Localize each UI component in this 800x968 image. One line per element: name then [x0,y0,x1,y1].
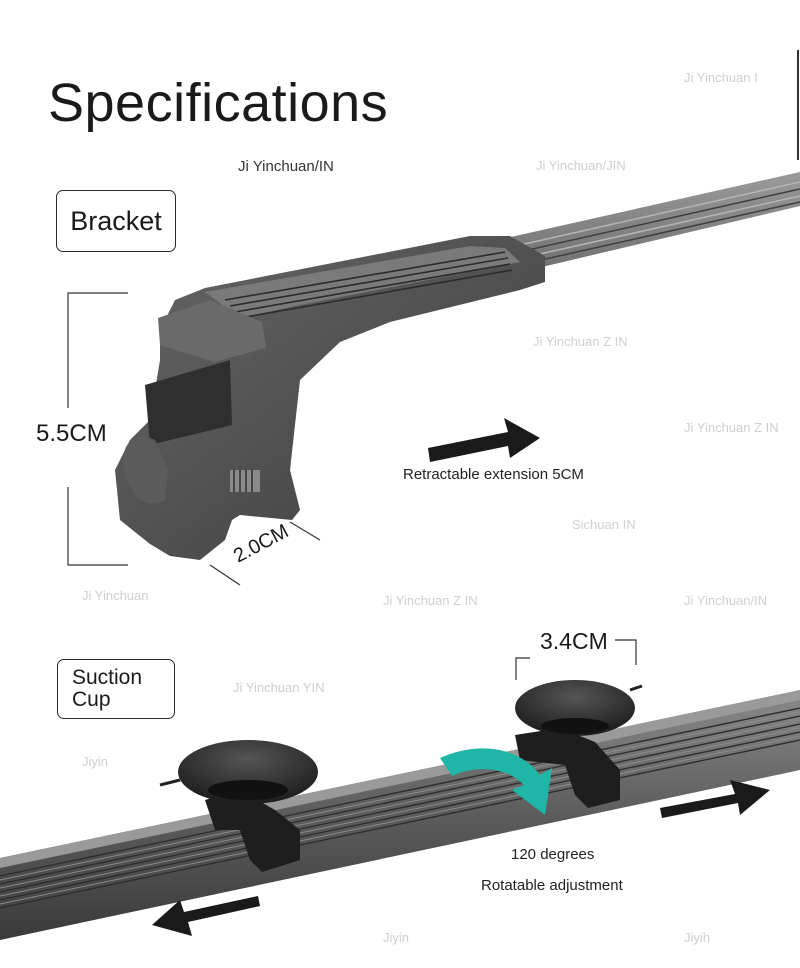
suction-label-line1: Suction [72,666,143,689]
watermark: Ji Yinchuan Z IN [383,593,478,608]
extension-caption: Retractable extension 5CM [403,466,584,483]
suction-label-line2: Cup [72,688,111,711]
watermark: Sichuan IN [572,517,636,532]
suction-cup-right [515,680,643,808]
credit-text: Ji Yinchuan/IN [238,158,334,175]
suction-cup-left [159,740,318,872]
suction-cup-label: Suction Cup [57,659,175,719]
watermark: Jiyin [82,754,109,769]
watermark: Ji Yinchuan Z IN [533,334,628,349]
right-direction-arrow [660,780,770,818]
watermark: Jiyih [684,930,711,945]
rotate-arrow [440,748,552,815]
watermark: Ji Yinchuan Z IN [684,420,779,435]
bracket-body [115,236,545,560]
bracket-height-dimension: 5.5CM [36,420,107,447]
watermark: Ji Yinchuan/JIN [536,158,626,173]
extension-arrow [428,418,540,462]
watermark: Ji Yinchuan/IN [684,593,768,608]
bracket-label: Bracket [56,190,176,252]
left-direction-arrow [152,896,260,936]
degrees-caption: 120 degrees [511,846,595,863]
watermark: Ji Yinchuan YIN [233,680,325,695]
rotate-caption: Rotatable adjustment [481,877,623,894]
watermark: Jiyin [383,930,410,945]
lower-rail [0,690,800,940]
cup-width-dimension: 3.4CM [540,628,608,654]
dimension-lines [67,292,637,680]
watermark: Ji Yinchuan I [684,70,758,85]
watermark: Ji Yinchuan [82,588,149,603]
page-title: Specifications [48,73,389,133]
